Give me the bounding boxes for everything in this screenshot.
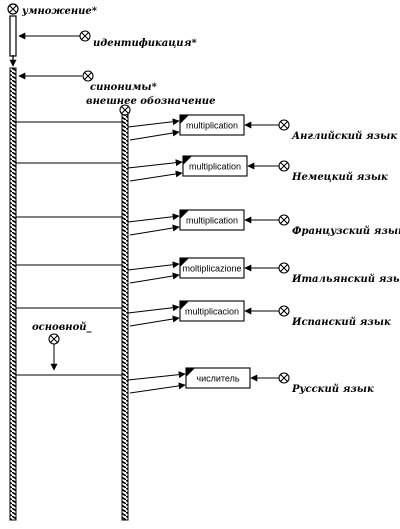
identification-label: идентификация* — [93, 38, 198, 49]
synonyms-attribute: синонимы* — [18, 70, 158, 93]
row-arrow-bottom — [129, 315, 180, 327]
row-arrow-bottom — [129, 382, 186, 394]
language-label: Русский язык — [291, 384, 374, 395]
word-box — [179, 300, 245, 322]
word-box — [182, 155, 248, 177]
word-box — [179, 209, 245, 231]
top-node: умножение* — [7, 3, 98, 67]
word-box-corner — [180, 258, 189, 267]
synonyms-label: синонимы* — [90, 82, 158, 93]
word-label: multiplication — [186, 121, 238, 131]
language-label: Немецкий язык — [291, 172, 388, 183]
top-stem — [9, 15, 17, 57]
row-arrow-bottom — [129, 272, 180, 284]
external-designation-label: внешнее обозначение — [86, 96, 215, 107]
word-box — [179, 257, 245, 279]
language-node-cross — [280, 162, 288, 170]
row-arrow-top — [127, 213, 180, 223]
language-node-cross — [280, 264, 288, 272]
language-node-cross — [280, 121, 288, 129]
primary-attribute: основной_ — [32, 322, 92, 371]
row-arrow-top — [127, 261, 180, 271]
row-arrow-top — [127, 371, 186, 381]
external-designation-bar — [121, 114, 129, 521]
word-box — [185, 367, 251, 389]
word-box-corner — [180, 301, 189, 310]
identification-attribute: идентификация* — [18, 30, 198, 49]
row-arrow-top — [127, 159, 183, 169]
row-arrow-top — [127, 304, 180, 314]
language-label: Испанский язык — [291, 317, 391, 328]
word-label: multiplication — [186, 216, 238, 226]
main-bar — [9, 67, 17, 521]
word-label: moltiplicazione — [182, 264, 241, 274]
primary-label: основной_ — [32, 322, 92, 333]
row-arrow-bottom — [129, 170, 183, 182]
word-label: multiplicacion — [185, 307, 239, 317]
word-box-corner — [180, 210, 189, 219]
language-label: Английский язык — [291, 131, 397, 142]
top-node-cross — [9, 5, 17, 13]
row-arrow-bottom — [129, 129, 180, 141]
title-label: умножение* — [21, 6, 98, 17]
language-node-cross — [280, 374, 288, 382]
word-box-corner — [186, 368, 195, 377]
language-node-cross — [280, 216, 288, 224]
row-arrow-bottom — [129, 224, 180, 236]
word-label: числитель — [196, 374, 239, 384]
row-arrow-top — [127, 118, 180, 128]
language-node-cross — [280, 307, 288, 315]
language-label: Итальянский язык — [291, 274, 400, 285]
word-box — [179, 114, 245, 136]
external-designation: внешнее обозначение — [86, 96, 215, 521]
word-label: multiplication — [189, 162, 241, 172]
word-box-corner — [180, 115, 189, 124]
word-box-corner — [183, 156, 192, 165]
language-label: Французский язык — [292, 226, 400, 237]
